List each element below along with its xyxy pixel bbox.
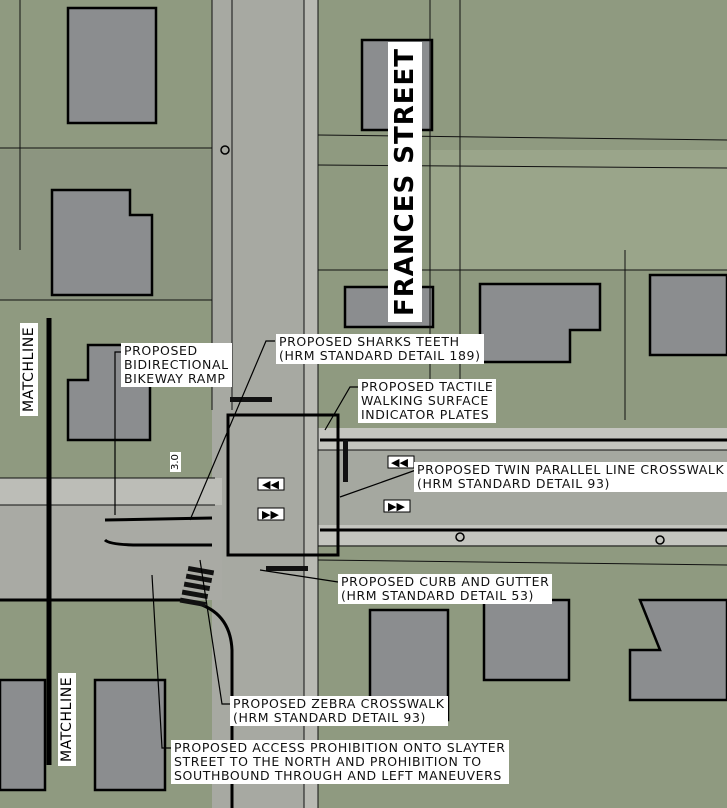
bikeway-ramp-annotation: PROPOSED BIDIRECTIONAL BIKEWAY RAMP <box>121 343 232 387</box>
matchline-label-top: MATCHLINE <box>20 322 38 416</box>
tactile-plates-annotation: PROPOSED TACTILE WALKING SURFACE INDICAT… <box>358 379 497 423</box>
twin-parallel-crosswalk-markings: ◀◀ ▶▶ ◀◀ ▶▶ <box>257 455 415 521</box>
zebra-crosswalk-annotation: PROPOSED ZEBRA CROSSWALK (HRM STANDARD D… <box>230 696 448 726</box>
sharks-teeth-annotation: PROPOSED SHARKS TEETH (HRM STANDARD DETA… <box>276 334 484 364</box>
svg-text:▶▶: ▶▶ <box>388 500 405 513</box>
sharks-teeth <box>230 397 348 571</box>
matchline-label-bottom: MATCHLINE <box>58 672 76 766</box>
svg-text:◀◀: ◀◀ <box>262 478 279 491</box>
curb-gutter-annotation: PROPOSED CURB AND GUTTER (HRM STANDARD D… <box>338 574 553 604</box>
dimension-label: 3.0 <box>170 452 181 472</box>
frances-street-label: FRANCES STREET <box>388 41 422 322</box>
zebra-crosswalk <box>179 565 215 608</box>
annotation-leaders <box>114 340 417 749</box>
twin-crosswalk-annotation: PROPOSED TWIN PARALLEL LINE CROSSWALK (H… <box>414 462 727 492</box>
access-prohibition-annotation: PROPOSED ACCESS PROHIBITION ONTO SLAYTER… <box>171 740 509 784</box>
svg-text:▶▶: ▶▶ <box>262 508 279 521</box>
svg-text:◀◀: ◀◀ <box>391 456 408 469</box>
proposed-curb-lines <box>0 413 727 808</box>
frances-street-road <box>212 0 304 808</box>
